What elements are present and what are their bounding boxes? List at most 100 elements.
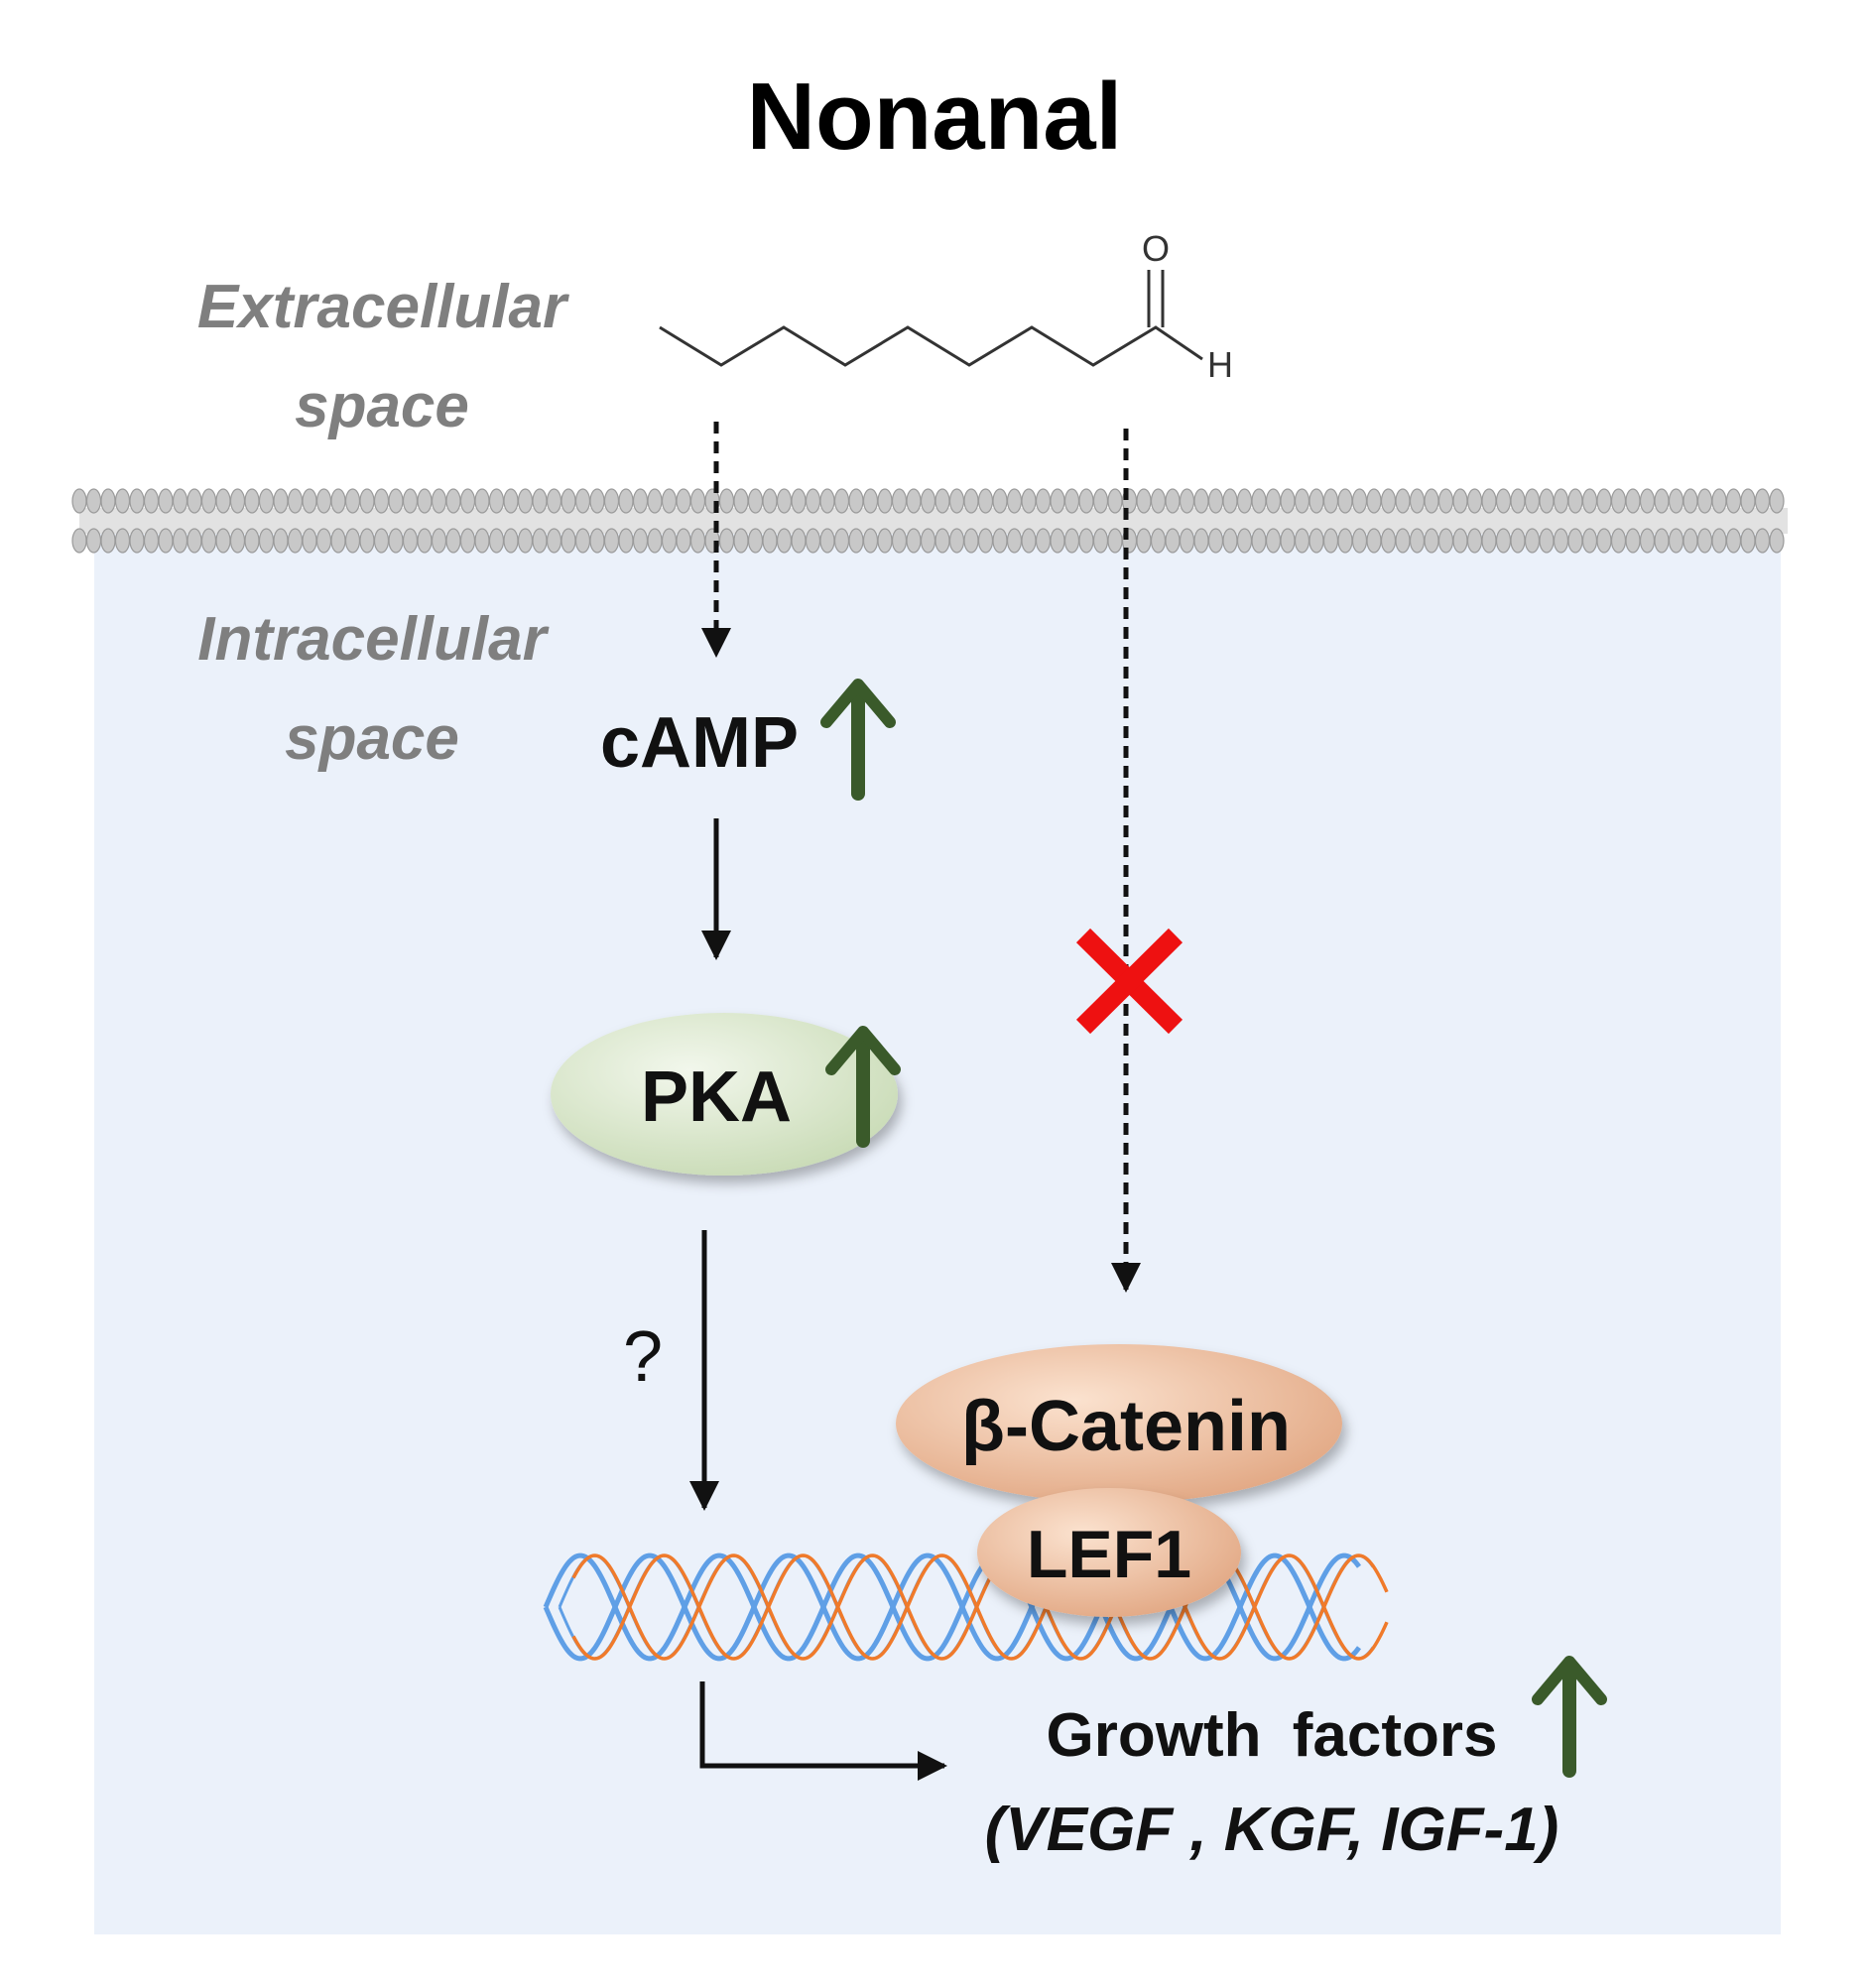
extracellular-label-line2: space — [295, 372, 469, 440]
lipid-head — [1452, 528, 1468, 554]
lipid-head — [689, 488, 706, 514]
lipid-head — [1150, 528, 1167, 554]
lipid-head — [1380, 528, 1397, 554]
lipid-head — [445, 488, 461, 514]
lipid-head — [603, 528, 620, 554]
lipid-head — [833, 488, 850, 514]
lipid-head — [1610, 528, 1627, 554]
lipid-head — [532, 488, 548, 514]
lipid-head — [1409, 488, 1426, 514]
lipid-head — [1222, 488, 1238, 514]
lipid-head — [1696, 528, 1713, 554]
lipid-head — [1136, 488, 1152, 514]
lipid-head — [877, 488, 893, 514]
lipid-head — [200, 488, 217, 514]
lipid-head — [1322, 528, 1339, 554]
lipid-head — [503, 488, 519, 514]
lipid-head — [1063, 488, 1080, 514]
lipid-head — [546, 528, 562, 554]
lipid-head — [574, 488, 591, 514]
lipid-head — [532, 528, 548, 554]
lipid-head — [992, 488, 1008, 514]
lipid-head — [1236, 488, 1253, 514]
lipid-head — [85, 488, 102, 514]
intracellular-background — [94, 526, 1781, 1934]
lipid-head — [287, 488, 304, 514]
lipid-head — [1193, 488, 1209, 514]
lipid-head — [302, 488, 317, 514]
lipid-head — [344, 488, 361, 514]
lipid-head — [1510, 488, 1526, 514]
lipid-head — [100, 488, 116, 514]
lipid-head — [906, 528, 922, 554]
lipid-head — [1380, 488, 1397, 514]
lipid-head — [330, 488, 346, 514]
lipid-head — [1769, 488, 1785, 514]
lipid-head — [747, 528, 764, 554]
lipid-head — [359, 528, 375, 554]
lipid-head — [315, 488, 332, 514]
lipid-head — [1063, 528, 1080, 554]
lipid-head — [574, 528, 591, 554]
lipid-head — [158, 488, 174, 514]
lipid-head — [1308, 528, 1324, 554]
lipid-head — [1754, 528, 1771, 554]
lipid-head — [474, 528, 490, 554]
lipid-head — [200, 528, 217, 554]
lipid-head — [1251, 528, 1267, 554]
lipid-head — [1236, 528, 1253, 554]
pka-node: PKA — [551, 1013, 898, 1176]
lipid-head — [1021, 528, 1037, 554]
lipid-head — [776, 488, 793, 514]
lipid-head — [1006, 528, 1023, 554]
oxygen-atom-label: O — [1142, 228, 1170, 269]
up-arrow-icon — [1532, 1656, 1607, 1778]
lipid-head — [1395, 528, 1411, 554]
lipid-head — [963, 528, 979, 554]
camp-label: cAMP — [600, 703, 799, 783]
intracellular-label-line1: Intracellular — [197, 605, 549, 674]
lipid-head — [172, 528, 188, 554]
lipid-head — [1136, 528, 1152, 554]
lipid-head — [1050, 488, 1065, 514]
lipid-head — [862, 528, 879, 554]
lipid-head — [1437, 488, 1454, 514]
lipid-head — [373, 528, 390, 554]
lipid-head — [1078, 488, 1094, 514]
lipid-head — [1092, 488, 1109, 514]
lipid-head — [833, 528, 850, 554]
lipid-head — [431, 528, 447, 554]
lipid-head — [589, 528, 605, 554]
lipid-head — [1466, 528, 1483, 554]
lef1-label: LEF1 — [1027, 1517, 1191, 1592]
lipid-head — [934, 488, 950, 514]
lipid-head — [1682, 528, 1698, 554]
dna-strand — [571, 1553, 1389, 1661]
lipid-head — [1409, 528, 1426, 554]
lipid-head — [1265, 528, 1282, 554]
lipid-head — [187, 528, 202, 554]
hydrogen-atom-label: H — [1207, 344, 1233, 385]
lipid-head — [330, 528, 346, 554]
lipid-head — [1294, 528, 1310, 554]
lipid-head — [143, 488, 160, 514]
lipid-head — [488, 528, 505, 554]
lipid-head — [1524, 488, 1541, 514]
lipid-head — [1668, 528, 1684, 554]
lipid-head — [1740, 488, 1756, 514]
lipid-head — [1351, 488, 1368, 514]
lipid-head — [114, 488, 131, 514]
nonanal-molecule: O H — [659, 228, 1233, 385]
lipid-head — [1581, 528, 1598, 554]
red-x-icon — [1075, 928, 1184, 1035]
lipid-head — [1207, 488, 1224, 514]
lipid-head — [862, 488, 879, 514]
growth-factors-examples: (VEGF , KGF, IGF-1) — [985, 1796, 1559, 1864]
lipid-head — [561, 488, 576, 514]
lipid-head — [1251, 488, 1267, 514]
lipid-head — [503, 528, 519, 554]
lipid-head — [417, 488, 433, 514]
up-arrow-icon — [825, 1026, 901, 1148]
lipid-head — [920, 488, 936, 514]
diagram-title: Nonanal — [747, 63, 1123, 170]
